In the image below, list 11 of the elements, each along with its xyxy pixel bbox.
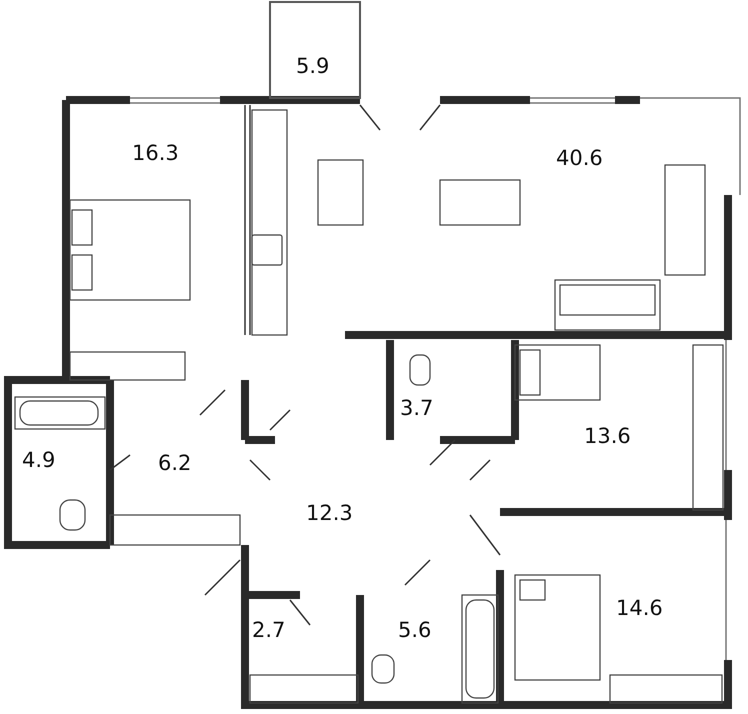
room-area-label: 16.3 — [132, 143, 179, 164]
room-area-label: 6.2 — [158, 453, 192, 474]
room-area-label: 13.6 — [584, 426, 631, 447]
room-area-label: 14.6 — [616, 598, 663, 619]
room-area-label: 12.3 — [306, 503, 353, 524]
room-area-label: 4.9 — [22, 450, 56, 471]
room-area-label: 2.7 — [252, 620, 286, 641]
room-area-label: 5.9 — [296, 56, 330, 77]
room-area-label: 3.7 — [400, 398, 434, 419]
room-area-label: 5.6 — [398, 620, 432, 641]
room-area-label: 40.6 — [556, 148, 603, 169]
